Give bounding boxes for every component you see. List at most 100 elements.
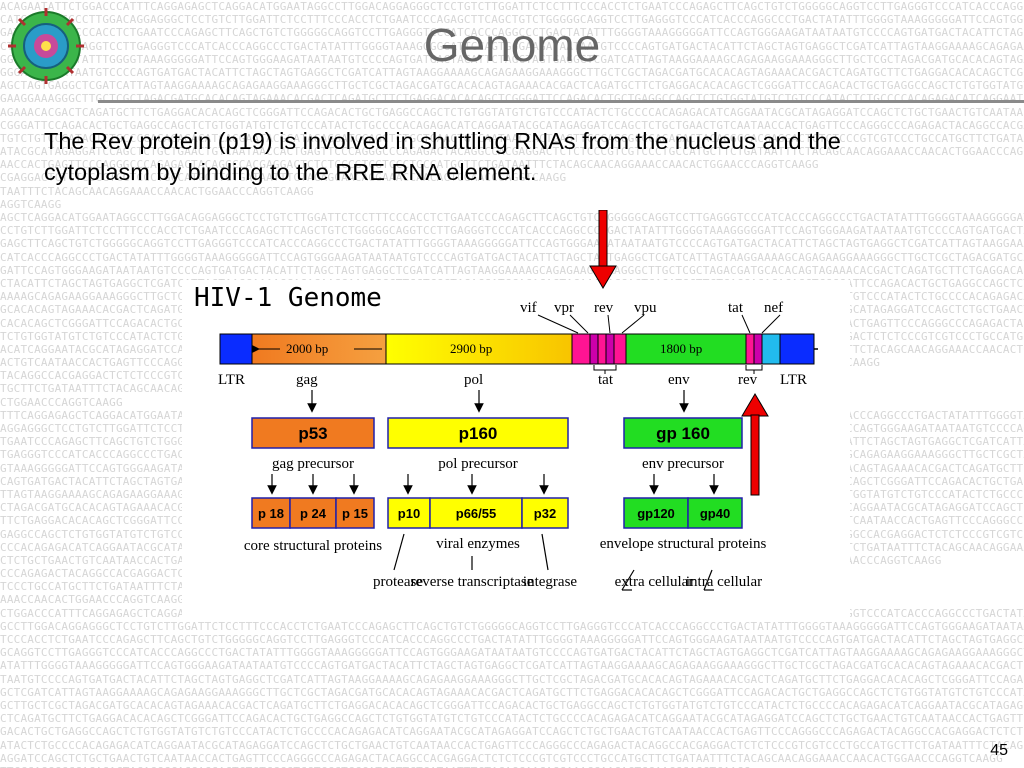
gene-label-env: env xyxy=(668,372,690,388)
dna-sequence-row: GCTCGATCATTAGTAAGGAAAAGCAGAGAAGGAAAGGGCT… xyxy=(0,685,1024,699)
dna-sequence-row: ATATTTGGGGTAAAGGGGGATTCCAGTGGGAAGATAATAA… xyxy=(0,659,1024,673)
title-divider xyxy=(98,100,1024,103)
p53-box xyxy=(251,417,375,449)
dna-sequence-row: GCCTTGGACAGGAGGGCTCCTGTCTTGGATTCTCCTTTCC… xyxy=(0,619,1024,633)
dna-sequence-row: AACCACTGAGTTCCCAGGGCCCAGAGACTACAGGCCACGA… xyxy=(0,158,819,172)
dna-sequence-row: GATTCCAGTGGGAAGATAATAATGTCCCCAGTGATGACTA… xyxy=(0,263,1024,277)
dna-sequence-row: GACACTGCTGAGGCCAGCTCTGTGGTATGTCTGTCCCATA… xyxy=(0,725,1024,739)
dna-sequence-row: ATACTCTGCCCCACAGAGACATCAGGAATACGCATAGAGG… xyxy=(0,738,1024,752)
core-structural-caption-text: core structural proteins xyxy=(244,538,382,554)
dna-sequence-row: AAACCAACACTGGAACCCAGGTCAAGG xyxy=(0,593,185,607)
gp120-label: gp120 xyxy=(637,506,675,521)
dna-sequence-row: CCTGTCTTGGATTCTCCTTTCCCACCTCTGAATCCCAGAG… xyxy=(0,224,1024,238)
p53-label: p53 xyxy=(298,424,327,443)
pol-precursor-caption: pol precursor xyxy=(438,456,518,472)
gp40-box xyxy=(687,497,743,529)
ltr-left-label: LTR xyxy=(218,372,245,388)
diagram-title: HIV-1 Genome xyxy=(194,283,382,313)
dna-sequence-row: GAGCTTCAGCTGTCTGGGGGCAGGTCCTTGAGGGTCCCAT… xyxy=(0,237,1024,251)
dna-sequence-row: AGAAACACGACTCAGATGCTTCTGAGGACACACAGCTCGG… xyxy=(0,105,1024,119)
viral-enzymes-caption: viral enzymes xyxy=(436,536,520,552)
p66-55-label: p66/55 xyxy=(456,506,496,521)
vpu-segment xyxy=(605,333,615,365)
dna-sequence-row: AGGATCCAGCTCTGCTGAACTGTCAATAACCACTGAGTTC… xyxy=(0,751,1003,765)
extra-cellular-label: extra cellular xyxy=(615,574,694,590)
rev-exon2-segment xyxy=(753,333,763,365)
p15-label: p 15 xyxy=(342,506,368,521)
dna-sequence-row: CTCAGATGCTTCTGAGGACACACAGCTCGGGATTCCAGAC… xyxy=(0,712,1024,726)
tat-exon2-segment xyxy=(745,333,755,365)
dna-sequence-row: CTGGAACCCAGGTCAAGG xyxy=(0,395,123,409)
gp160-box xyxy=(623,417,743,449)
page-number: 45 xyxy=(990,742,1008,759)
rev-exon1-segment xyxy=(597,333,607,365)
intra-cellular-label: intra cellular xyxy=(686,574,762,590)
gp40-label: gp40 xyxy=(700,506,730,521)
gene-label-vpu: vpu xyxy=(634,300,657,316)
gene-label-gag: gag xyxy=(296,372,318,388)
core-structural-caption: core structural proteins xyxy=(244,538,382,554)
dna-sequence-row: CTGTCTGGGGGCAGGTCCTTGAGGGTCCCATCACCCAGGC… xyxy=(0,39,1024,53)
dna-sequence-row: TCCCACCTCTGAATCCCAGAGCTTCAGCTGTCTGGGGGCA… xyxy=(0,633,1024,646)
ltr-right-segment xyxy=(779,333,815,365)
dna-sequence-row: AGGTCAAGG xyxy=(0,197,62,211)
gag-precursor-caption: gag precursor xyxy=(272,456,354,472)
rev-highlight-arrow-down xyxy=(589,210,617,289)
p10-box xyxy=(387,497,431,529)
dna-sequence-row: CATGGAATAGGCCTTGGACAGGAGGGCTCCTGTCTTGGAT… xyxy=(0,13,1024,27)
protease-label: protease xyxy=(373,574,423,590)
dna-sequence-row: GCTTGCTCGCTAGACGATGCACACAGTAGAAACACGACTC… xyxy=(0,698,1024,712)
rev-highlight-arrow-up xyxy=(741,393,769,496)
envelope-structural-caption: envelope structural proteins xyxy=(600,536,767,552)
dna-sequence-row: CGAGGACTCTCTCCCGTCGTCCCTGCCATGCTTCTGATAA… xyxy=(0,171,567,185)
env-precursor-caption: env precursor xyxy=(642,456,724,472)
gene-label-rev-bottom: rev xyxy=(738,372,758,388)
gene-label-vpr: vpr xyxy=(554,300,574,316)
ltr-right-label: LTR xyxy=(780,372,807,388)
dna-sequence-row: GGCCCTGACTATATTTGGGGTAAAGGGGGATTCCAGTGGG… xyxy=(0,52,1024,66)
dna-sequence-row: GAAGGAAAGGGCTTGCTCGCTAGACGATGCACACAGTAGA… xyxy=(0,92,1024,106)
dna-sequence-row: TAATGTCCCCAGTGATGACTACATTCTAGCTAGTGAGGCT… xyxy=(0,672,1024,686)
p24-label: p 24 xyxy=(300,506,327,521)
gene-label-tat: tat xyxy=(728,300,744,316)
dna-sequence-row: AGCTAGTGAGGCTCGATCATTAGTAAGGAAAAGCAGAGAA… xyxy=(0,79,1024,93)
dna-sequence-row: TAATTTCTACAGCAACAGGAAACCAACACTGGAACCCAGG… xyxy=(0,184,314,198)
gp120-box xyxy=(623,497,689,529)
reverse-transcriptase-label: reverse transcriptase xyxy=(411,574,534,590)
tat-exon1-segment xyxy=(589,333,599,365)
integrase-label: integrase xyxy=(523,574,577,590)
gag-length-label: 2000 bp xyxy=(286,341,328,356)
hiv-genome-diagram: HIV-1 Genome vif vpr rev vpu tat nef xyxy=(182,280,850,620)
p18-label: p 18 xyxy=(258,506,284,521)
gene-label-rev: rev xyxy=(594,300,614,316)
gene-label-vif: vif xyxy=(520,300,537,316)
p15-box xyxy=(335,497,375,529)
env-length-label: 1800 bp xyxy=(660,341,702,356)
p160-label: p160 xyxy=(459,424,498,443)
dna-sequence-row: CATCACCCAGGCCCTGACTATATTTGGGGTAAAGGGGGAT… xyxy=(0,250,1024,264)
ltr-left-segment xyxy=(219,333,253,365)
p32-label: p32 xyxy=(534,506,556,521)
accessory-segment xyxy=(613,333,627,365)
env-segment xyxy=(625,333,747,365)
dna-sequence-row: TTCCCAGGGCCCAGAGACTACAGGCCACGAGGACTCTCTC… xyxy=(0,765,1024,768)
slide-title: Genome xyxy=(423,19,601,71)
dna-sequence-row: TGTCTGTCCCATACTCTGCCCCACAGAGACATCAGGAATA… xyxy=(0,131,1024,145)
gp160-label: gp 160 xyxy=(656,424,710,443)
gene-label-tat-bottom: tat xyxy=(598,372,614,388)
nef-segment xyxy=(761,333,781,365)
p32-box xyxy=(521,497,569,529)
p160-box xyxy=(387,417,569,449)
gene-label-nef: nef xyxy=(764,300,783,316)
dna-sequence-row: AGCTCAGGACATGGAATAGGCCTTGGACAGGAGGGCTCCT… xyxy=(0,211,1024,224)
p18-box xyxy=(251,497,291,529)
virus-logo-icon xyxy=(8,8,84,84)
pol-length-label: 2900 bp xyxy=(450,341,492,356)
dna-sequence-row: GATTCTCCTTTCCCACCTCTGAATCCCAGAGCTTCAGCTG… xyxy=(0,26,1024,40)
p10-label: p10 xyxy=(398,506,420,521)
body-text: The Rev protein (p19) is involved in shu… xyxy=(44,128,841,185)
dna-sequence-row: ATACGCATAGAGGATCCAGCTCTGCTGAACTGTCAATAAC… xyxy=(0,145,1024,159)
dna-sequence-row: GGGAAGATAATAATGTCCCCAGTGATGACTACATTCTAGC… xyxy=(0,65,1024,79)
dna-sequence-row: ACAGAATATTCTGGACCCATTTCAGGAGAGCTCAGGACAT… xyxy=(0,0,1024,13)
dna-sequence-row: CGGGATTCCAGACACTGCTGAGGCCAGCTCTGTGGTATGT… xyxy=(0,118,1024,132)
